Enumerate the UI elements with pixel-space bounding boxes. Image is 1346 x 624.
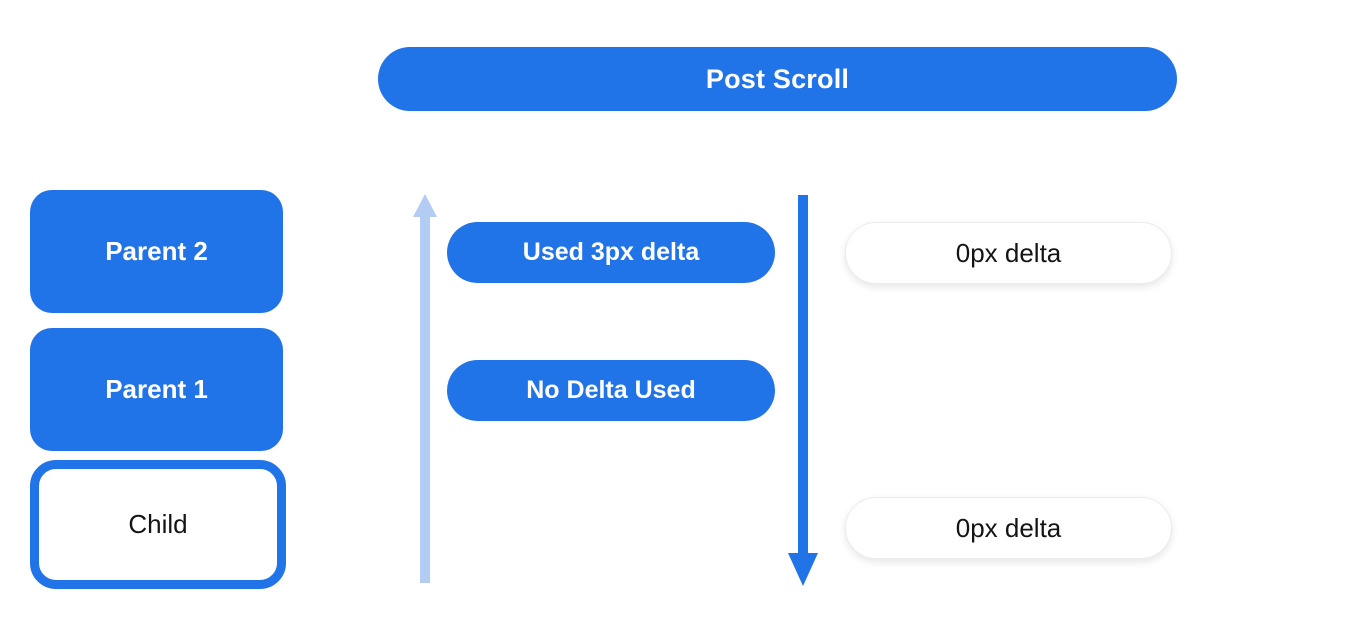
scroll-up-arrow-icon bbox=[412, 194, 438, 583]
parent-1-label: Parent 1 bbox=[105, 374, 208, 404]
no-delta-used-label: No Delta Used bbox=[526, 376, 696, 404]
down-arrowhead-icon bbox=[788, 553, 818, 586]
zero-px-delta-bottom-pill: 0px delta bbox=[845, 497, 1172, 559]
child-box: Child bbox=[30, 460, 286, 589]
up-arrow-shaft bbox=[420, 217, 430, 583]
zero-px-delta-top-label: 0px delta bbox=[955, 237, 1062, 268]
child-label: Child bbox=[128, 509, 188, 539]
zero-px-delta-top-pill: 0px delta bbox=[845, 222, 1172, 284]
used-3px-delta-label: Used 3px delta bbox=[522, 238, 700, 266]
post-scroll-header-pill: Post Scroll bbox=[378, 47, 1177, 111]
no-delta-used-pill: No Delta Used bbox=[447, 360, 775, 421]
used-3px-delta-pill: Used 3px delta bbox=[447, 222, 775, 283]
parent-2-box: Parent 2 bbox=[30, 190, 283, 313]
parent-1-box: Parent 1 bbox=[30, 328, 283, 451]
scroll-down-arrow-icon bbox=[787, 195, 819, 586]
down-arrow-shaft bbox=[798, 195, 808, 553]
up-arrowhead-icon bbox=[413, 194, 437, 217]
post-scroll-label: Post Scroll bbox=[705, 63, 850, 94]
parent-2-label: Parent 2 bbox=[105, 236, 208, 266]
zero-px-delta-bottom-label: 0px delta bbox=[955, 512, 1062, 543]
